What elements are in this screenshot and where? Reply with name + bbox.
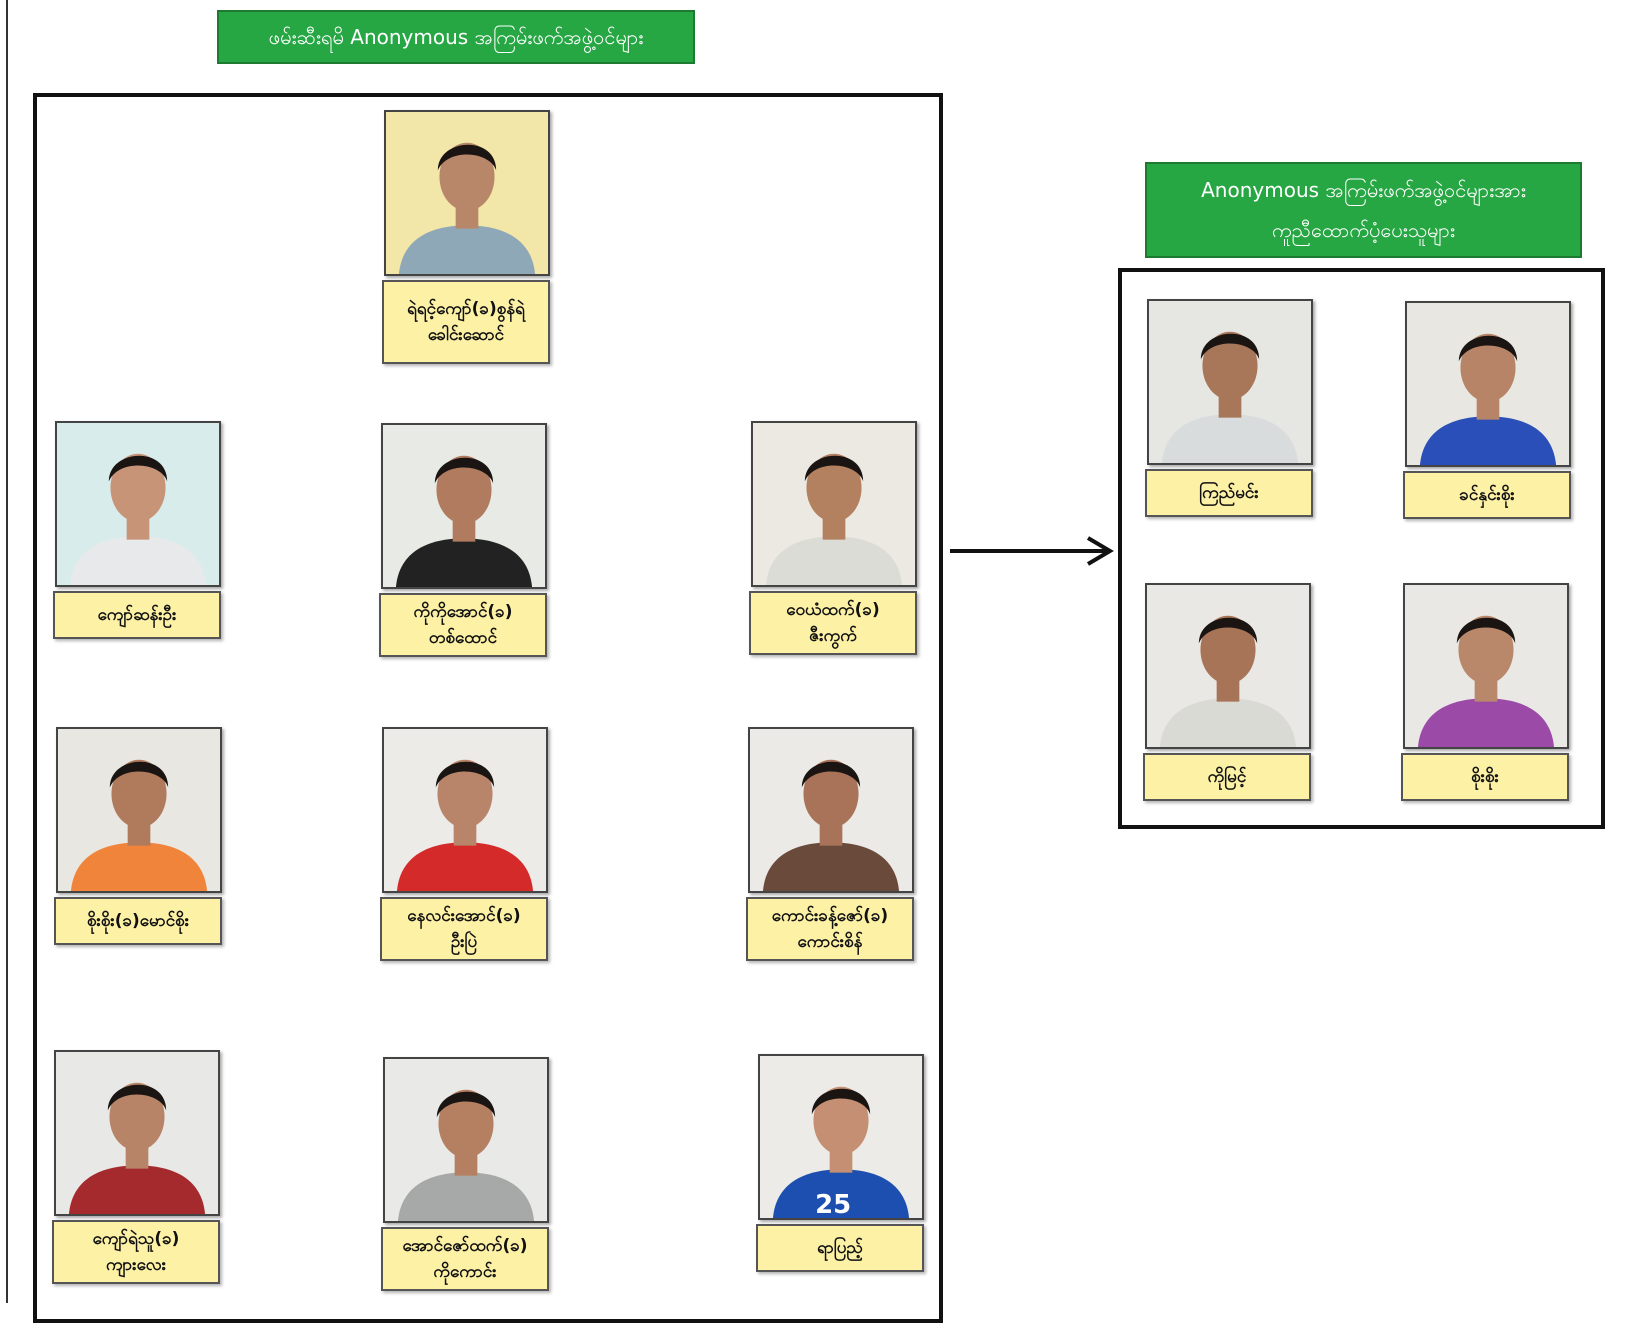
shirt-shape (395, 538, 533, 587)
portrait-image (386, 112, 548, 274)
supporters-title: Anonymous အကြမ်းဖက်အဖွဲ့ဝင်များအား ကူညီထ… (1145, 162, 1582, 258)
member-photo (384, 110, 550, 276)
supporter-name-label: ကိုမြင့် (1143, 753, 1311, 801)
hair-shape (1200, 333, 1260, 360)
portrait-image (1149, 301, 1311, 463)
hair-shape (811, 1088, 871, 1115)
portrait-image: 25 (760, 1056, 922, 1218)
shirt-shape (398, 225, 536, 274)
face-shape (1458, 615, 1514, 684)
member-photo (54, 1050, 220, 1216)
member-name-label: ကိုကိုအောင်(ခ) တစ်ထောင် (379, 593, 547, 657)
member-photo: 25 (758, 1054, 924, 1220)
member-photo (383, 1057, 549, 1223)
hair-shape (437, 144, 497, 171)
face-shape (436, 455, 492, 524)
portrait-image (58, 729, 220, 891)
shirt-shape (70, 842, 208, 891)
shirt-shape (1161, 414, 1299, 463)
portrait-image (57, 423, 219, 585)
shirt-shape (396, 842, 534, 891)
face-shape (439, 142, 495, 211)
hair-shape (109, 761, 169, 788)
member-photo (55, 421, 221, 587)
supporter-photo (1147, 299, 1313, 465)
hair-shape (435, 761, 495, 788)
face-shape (438, 1089, 494, 1158)
shirt-shape (1159, 698, 1297, 747)
hair-shape (108, 455, 168, 482)
member-name-label: စိုးစိုး(ခ)မောင်စိုး (54, 897, 222, 945)
face-shape (806, 453, 862, 522)
portrait-image (753, 423, 915, 585)
portrait-image (384, 729, 546, 891)
member-name-label: အောင်ဇော်ထက်(ခ) ကိုကောင်း (381, 1227, 549, 1291)
arrow-right-icon (950, 536, 1114, 566)
portrait-image (383, 425, 545, 587)
face-shape (1202, 331, 1258, 400)
supporter-photo (1405, 301, 1571, 467)
supporter-photo (1145, 583, 1311, 749)
member-name-label: ကျော်ဆန်းဦး (53, 591, 221, 639)
member-photo (751, 421, 917, 587)
jersey-number: 25 (815, 1190, 851, 1218)
shirt-shape (69, 536, 207, 585)
hair-shape (436, 1091, 496, 1118)
hair-shape (107, 1084, 167, 1111)
hair-shape (1456, 617, 1516, 644)
portrait-image (385, 1059, 547, 1221)
hair-shape (434, 457, 494, 484)
member-photo (381, 423, 547, 589)
hair-shape (804, 455, 864, 482)
member-name-label: ရာပြည့် (756, 1224, 924, 1272)
hair-shape (1458, 335, 1518, 362)
supporter-name-label: ခင်နှင်းစိုး (1403, 471, 1571, 519)
shirt-shape (772, 1169, 910, 1218)
member-photo (56, 727, 222, 893)
portrait-image (750, 729, 912, 891)
member-name-label: ကျော်ရဲသူ(ခ) ကျားလေး (52, 1220, 220, 1284)
supporter-photo (1403, 583, 1569, 749)
member-photo (748, 727, 914, 893)
shirt-shape (68, 1165, 206, 1214)
face-shape (1460, 333, 1516, 402)
face-shape (1200, 615, 1256, 684)
hair-shape (801, 761, 861, 788)
member-name-label: ကောင်းခန့်ဇော်(ခ) ကောင်းစိန် (746, 897, 914, 961)
face-shape (803, 759, 859, 828)
supporter-name-label: စိုးစိုး (1401, 753, 1569, 801)
face-shape (111, 759, 167, 828)
face-shape (109, 1082, 165, 1151)
arrested-members-title: ဖမ်းဆီးရမိ Anonymous အကြမ်းဖက်အဖွဲ့ဝင်မျ… (217, 10, 695, 64)
face-shape (110, 453, 166, 522)
shirt-shape (1419, 416, 1557, 465)
portrait-image (56, 1052, 218, 1214)
page-frame (6, 0, 1626, 1303)
shirt-shape (1417, 698, 1555, 747)
shirt-shape (762, 842, 900, 891)
shirt-shape (397, 1172, 535, 1221)
member-photo (382, 727, 548, 893)
supporter-name-label: ကြည်မင်း (1145, 469, 1313, 517)
hair-shape (1198, 617, 1258, 644)
portrait-image (1147, 585, 1309, 747)
member-name-label: ဝေယံထက်(ခ) ဇီးကွက် (749, 591, 917, 655)
portrait-image (1407, 303, 1569, 465)
portrait-image (1405, 585, 1567, 747)
face-shape (437, 759, 493, 828)
member-name-label: နေလင်းအောင်(ခ) ဦးပြဲ (380, 897, 548, 961)
shirt-shape (765, 536, 903, 585)
member-name-label: ရဲရင့်ကျော်(ခ)စွန်ရဲ ခေါင်းဆောင် (382, 280, 550, 364)
face-shape (813, 1086, 869, 1155)
